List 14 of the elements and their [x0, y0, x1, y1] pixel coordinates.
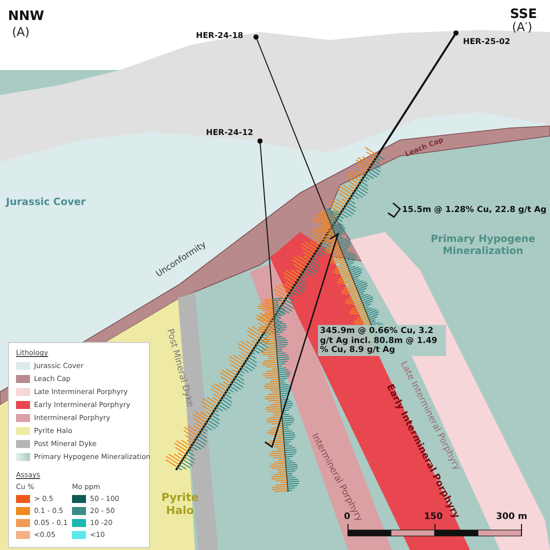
section-end-label: (A)	[12, 26, 30, 40]
direction-label: NNW	[8, 10, 44, 25]
section-end-label: (A′)	[512, 21, 532, 35]
unit-label: Post Mineral Dyke	[164, 328, 195, 408]
unit-label: Primary Hypogene Mineralization	[430, 234, 536, 257]
intercept-note: 15.5m @ 1.28% Cu, 22.8 g/t Ag	[402, 205, 546, 215]
direction-label: SSE	[510, 8, 538, 22]
scale-label: 300 m	[496, 512, 528, 522]
intercept-note: 345.9m @ 0.66% Cu, 3.2 g/t Ag incl. 80.8m @ 1.49 % Cu, 8.9 g/t Ag	[318, 325, 446, 356]
unit-label: Jurassic Cover	[6, 197, 86, 208]
drill-hole-label: HER-25-02	[463, 37, 510, 46]
unit-label: Pyrite Halo	[160, 492, 200, 518]
drill-hole-label: HER-24-12	[206, 128, 254, 138]
drill-hole-label: HER-24-18	[196, 31, 244, 40]
